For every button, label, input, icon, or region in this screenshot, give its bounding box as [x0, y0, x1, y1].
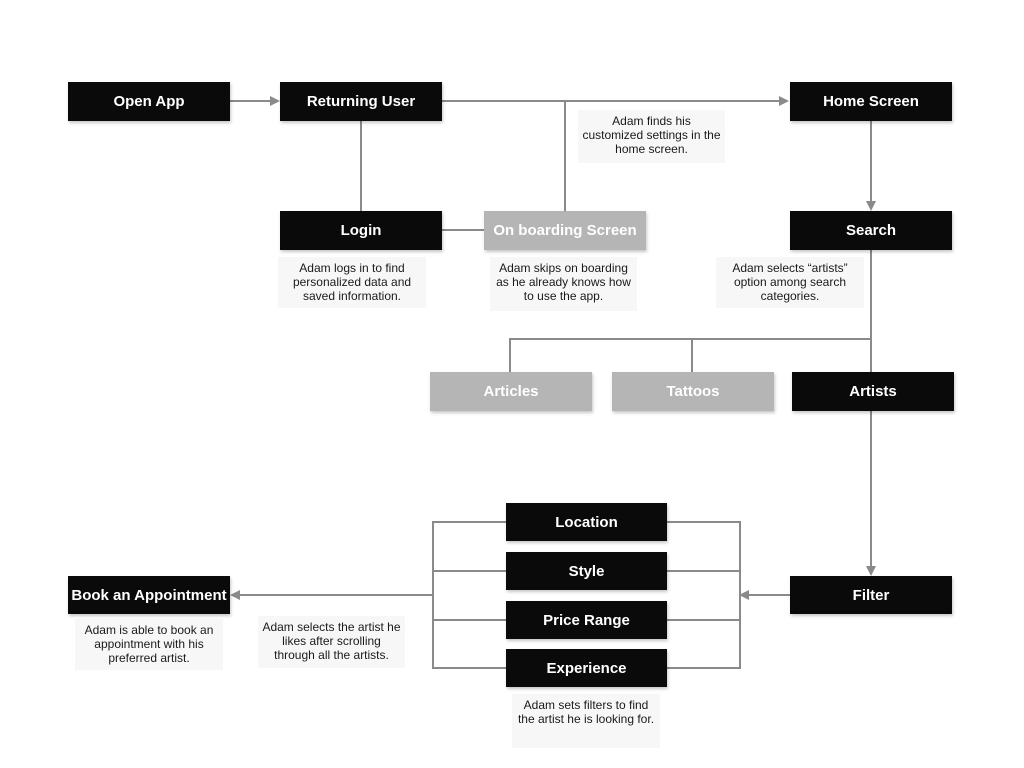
bracket-left-stub-style [432, 570, 506, 572]
bracket-right-vertical [739, 521, 741, 669]
connector-homescreen-search [870, 121, 872, 201]
node-articles[interactable]: Articles [430, 372, 592, 411]
connector-branch-onboarding [564, 101, 566, 211]
node-style[interactable]: Style [506, 552, 667, 590]
note-select-artist: Adam selects the artist he likes after s… [258, 616, 405, 668]
connector-search-artists [870, 250, 872, 372]
node-experience[interactable]: Experience [506, 649, 667, 687]
note-login: Adam logs in to find personalized data a… [278, 257, 426, 308]
node-returning-user[interactable]: Returning User [280, 82, 442, 121]
bracket-left-stub-location [432, 521, 506, 523]
bracket-left-vertical [432, 521, 434, 669]
bracket-left-stub-pricerange [432, 619, 506, 621]
connector-branch-tattoos [691, 338, 693, 372]
bracket-right-stub-pricerange [667, 619, 741, 621]
arrowhead-left-bookappointment [230, 590, 240, 600]
note-onboarding: Adam skips on boarding as he already kno… [490, 257, 637, 311]
connector-bracket-bookappointment [240, 594, 432, 596]
note-home-screen: Adam finds his customized settings in th… [578, 110, 725, 163]
node-artists[interactable]: Artists [792, 372, 954, 411]
note-book-appointment: Adam is able to book an appointment with… [75, 619, 223, 670]
node-price-range[interactable]: Price Range [506, 601, 667, 639]
node-onboarding-screen[interactable]: On boarding Screen [484, 211, 646, 250]
node-filter[interactable]: Filter [790, 576, 952, 614]
arrowhead-right-homescreen [779, 96, 789, 106]
bracket-right-stub-experience [667, 667, 741, 669]
node-tattoos[interactable]: Tattoos [612, 372, 774, 411]
connector-branch-articles [509, 338, 511, 372]
arrowhead-left-bracket [739, 590, 749, 600]
arrowhead-right-returninguser [270, 96, 280, 106]
node-book-appointment[interactable]: Book an Appointment [68, 576, 230, 614]
arrowhead-down-filter [866, 566, 876, 576]
note-search: Adam selects “artists” option among sear… [716, 257, 864, 308]
connector-login-onboarding [442, 229, 484, 231]
bracket-right-stub-style [667, 570, 741, 572]
connector-returninguser-login [360, 121, 362, 211]
note-filter: Adam sets filters to find the artist he … [512, 694, 660, 748]
connector-openapp-returninguser [230, 100, 272, 102]
node-login[interactable]: Login [280, 211, 442, 250]
connector-artists-filter [870, 411, 872, 566]
bracket-right-stub-location [667, 521, 741, 523]
arrowhead-down-search [866, 201, 876, 211]
node-open-app[interactable]: Open App [68, 82, 230, 121]
node-home-screen[interactable]: Home Screen [790, 82, 952, 121]
connector-search-branch [509, 338, 872, 340]
node-location[interactable]: Location [506, 503, 667, 541]
node-search[interactable]: Search [790, 211, 952, 250]
connector-returninguser-homescreen [442, 100, 780, 102]
bracket-left-stub-experience [432, 667, 506, 669]
connector-filter-bracket [749, 594, 790, 596]
